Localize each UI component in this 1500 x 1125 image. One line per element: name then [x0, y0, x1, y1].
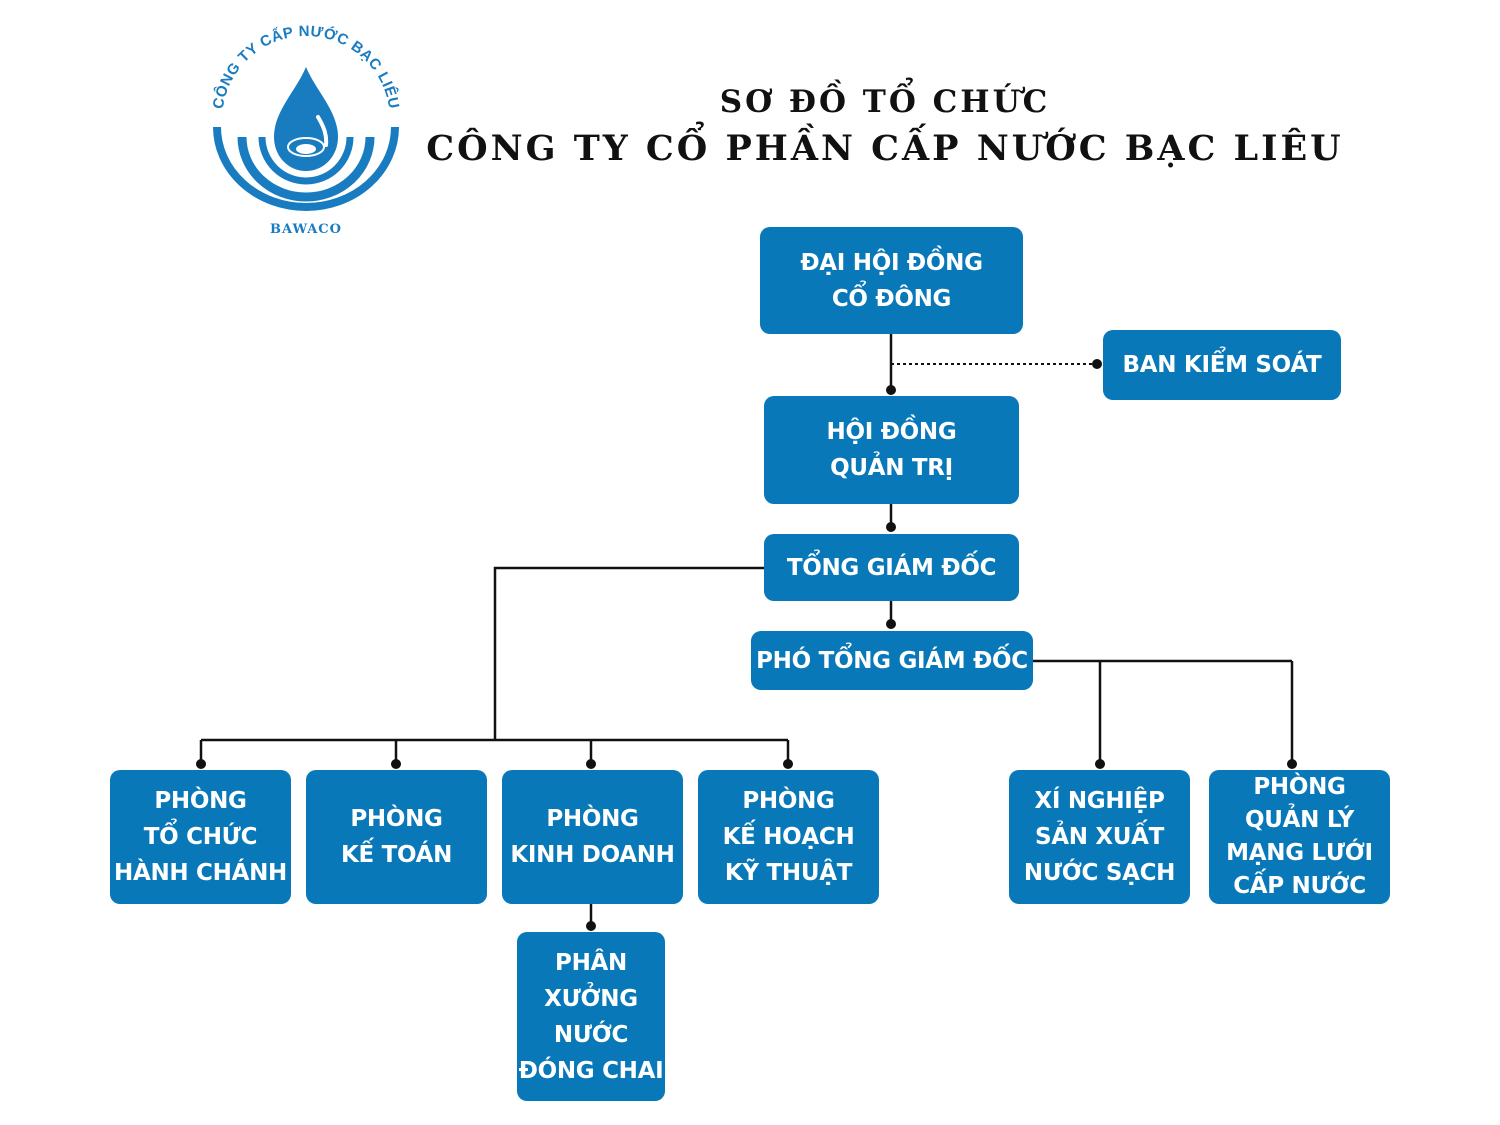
box-production-label: XÍ NGHIỆP SẢN XUẤT NƯỚC SẠCH	[1023, 788, 1176, 886]
connector-dot	[586, 921, 596, 931]
logo-brand: BAWACO	[270, 222, 342, 237]
connector-dot	[1092, 359, 1102, 369]
box-dept-sales-label: PHÒNG KINH DOANH	[510, 806, 675, 868]
box-dept-accounting: PHÒNG KẾ TOÁN	[306, 770, 487, 904]
connector-dot	[586, 759, 596, 769]
box-dept-planning: PHÒNG KẾ HOẠCH KỸ THUẬT	[698, 770, 879, 904]
box-dept-admin: PHÒNG TỔ CHỨC HÀNH CHÁNH	[110, 770, 291, 904]
water-drop-icon	[274, 67, 338, 171]
title-line-2: CÔNG TY CỔ PHẦN CẤP NƯỚC BẠC LIÊU	[426, 128, 1344, 169]
drop-shine	[316, 115, 329, 147]
connector-dot	[886, 385, 896, 395]
connector-dot	[1287, 759, 1297, 769]
box-dept-admin-label: PHÒNG TỔ CHỨC HÀNH CHÁNH	[114, 788, 287, 886]
box-shareholders: ĐẠI HỘI ĐỒNG CỔ ĐÔNG	[760, 227, 1023, 334]
box-board: HỘI ĐỒNG QUẢN TRỊ	[764, 396, 1019, 504]
box-dept-sales: PHÒNG KINH DOANH	[502, 770, 683, 904]
connector-ceo-departments	[493, 566, 764, 740]
box-board-label: HỘI ĐỒNG QUẢN TRỊ	[826, 419, 957, 481]
connector-dot	[886, 619, 896, 629]
logo-arc-3	[213, 126, 399, 211]
box-ceo: TỔNG GIÁM ĐỐC	[764, 534, 1019, 601]
connector-dot	[391, 759, 401, 769]
drop-ripple-2	[296, 144, 316, 154]
connector-dot	[1095, 759, 1105, 769]
box-bottled-water: PHÂN XƯỞNG NƯỚC ĐÓNG CHAI	[517, 932, 665, 1101]
box-ceo-label: TỔNG GIÁM ĐỐC	[786, 554, 997, 581]
box-deputy-ceo-label: PHÓ TỔNG GIÁM ĐỐC	[756, 647, 1028, 674]
box-dept-planning-label: PHÒNG KẾ HOẠCH KỸ THUẬT	[722, 788, 855, 886]
page-title: SƠ ĐỒ TỔ CHỨC CÔNG TY CỔ PHẦN CẤP NƯỚC B…	[380, 82, 1390, 172]
connector-dot	[886, 522, 896, 532]
box-production: XÍ NGHIỆP SẢN XUẤT NƯỚC SẠCH	[1009, 770, 1190, 904]
connector-dot	[196, 759, 206, 769]
title-line-1: SƠ ĐỒ TỔ CHỨC	[719, 84, 1051, 120]
box-supervisory-label: BAN KIỂM SOÁT	[1122, 352, 1322, 378]
logo-arc-1	[258, 136, 354, 185]
drop-ripple-1	[287, 137, 325, 157]
box-network-label: PHÒNG QUẢN LÝ MẠNG LƯỚI CẤP NƯỚC	[1226, 774, 1373, 899]
box-dept-accounting-label: PHÒNG KẾ TOÁN	[340, 806, 453, 868]
company-logo: CÔNG TY CẤP NƯỚC BẠC LIÊU BAWACO	[210, 25, 402, 237]
box-supervisory: BAN KIỂM SOÁT	[1103, 330, 1341, 400]
logo-arc-2	[237, 136, 375, 202]
box-shareholders-label: ĐẠI HỘI ĐỒNG CỔ ĐÔNG	[800, 249, 983, 312]
box-deputy-ceo: PHÓ TỔNG GIÁM ĐỐC	[751, 631, 1033, 690]
box-network: PHÒNG QUẢN LÝ MẠNG LƯỚI CẤP NƯỚC	[1209, 770, 1390, 904]
connector-dot	[783, 759, 793, 769]
box-bottled-water-label: PHÂN XƯỞNG NƯỚC ĐÓNG CHAI	[518, 949, 664, 1084]
